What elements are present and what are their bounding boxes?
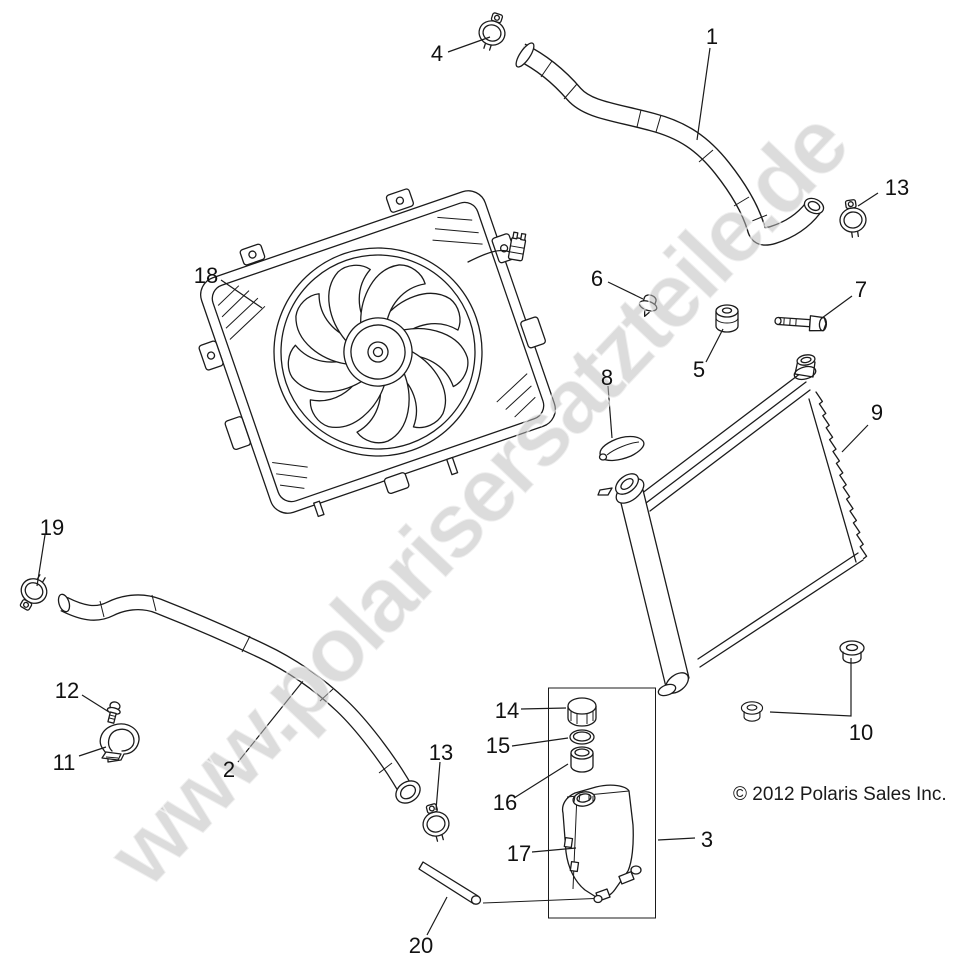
callout-filler-bushing: 16 <box>493 790 517 815</box>
seal-ring-icon <box>569 729 595 745</box>
callout-screw: 6 <box>591 266 603 291</box>
mount-grommet-b-icon <box>740 701 764 722</box>
filler-bushing-icon <box>570 746 594 773</box>
cap-bracket-8 <box>598 435 645 462</box>
fan-assembly <box>198 188 556 518</box>
lower-radiator-hose <box>57 593 421 804</box>
callout-hose-clamp-mid: 13 <box>429 740 453 765</box>
copyright-text: © 2012 Polaris Sales Inc. <box>733 784 947 805</box>
assembly-box <box>548 687 656 919</box>
callout-hose-clamp-upper: 4 <box>431 41 443 66</box>
hose-clamp-13-right-icon <box>836 197 869 240</box>
callout-fan-assembly: 18 <box>194 263 218 288</box>
fan-connector-icon <box>507 231 527 262</box>
callout-vent-hose: 20 <box>409 933 433 958</box>
callout-bottle-cap: 14 <box>495 698 519 723</box>
hose-clamp-4-icon <box>473 9 512 54</box>
callout-bolt: 7 <box>855 277 867 302</box>
callout-lower-radiator-hose: 2 <box>223 757 235 782</box>
callout-upper-radiator-hose: 1 <box>706 24 718 49</box>
callout-labels: 1 2 3 4 5 6 7 8 9 10 11 12 13 13 14 15 1… <box>40 24 909 958</box>
screw-6 <box>638 294 658 317</box>
leader-lines <box>36 36 879 936</box>
callout-hose-clamp-right: 13 <box>885 175 909 200</box>
callout-cap-bracket: 8 <box>601 365 613 390</box>
callout-coolant-bottle-assembly: 3 <box>701 827 713 852</box>
callout-coolant-bottle: 17 <box>507 841 531 866</box>
bottle-cap-icon <box>567 697 597 727</box>
callout-grommet: 5 <box>693 357 705 382</box>
radiator-inlet-icon <box>793 354 817 381</box>
fan-tab <box>239 243 266 266</box>
callout-clamp-screw: 12 <box>55 678 79 703</box>
cable-clamp-11 <box>99 723 140 763</box>
callout-seal-ring: 15 <box>486 733 510 758</box>
vent-hose-20 <box>418 861 608 905</box>
radiator <box>597 354 868 697</box>
coolant-bottle-icon <box>561 784 642 904</box>
coolant-bottle-assembly <box>548 687 656 919</box>
hose-clamp-19-icon <box>12 569 55 616</box>
callout-hose-clamp-left: 19 <box>40 515 64 540</box>
upper-radiator-hose <box>515 42 825 246</box>
radiator-filler-cap-icon <box>597 473 645 504</box>
clamp-screw-12 <box>106 701 121 724</box>
bolt-7 <box>774 315 828 332</box>
grommet-5 <box>715 304 739 333</box>
callout-radiator: 9 <box>871 400 883 425</box>
callout-cable-clamp: 11 <box>53 750 76 775</box>
fan-wire <box>467 249 511 263</box>
mount-grommet-a-icon <box>839 640 865 664</box>
callout-mount-grommets: 10 <box>849 720 873 745</box>
